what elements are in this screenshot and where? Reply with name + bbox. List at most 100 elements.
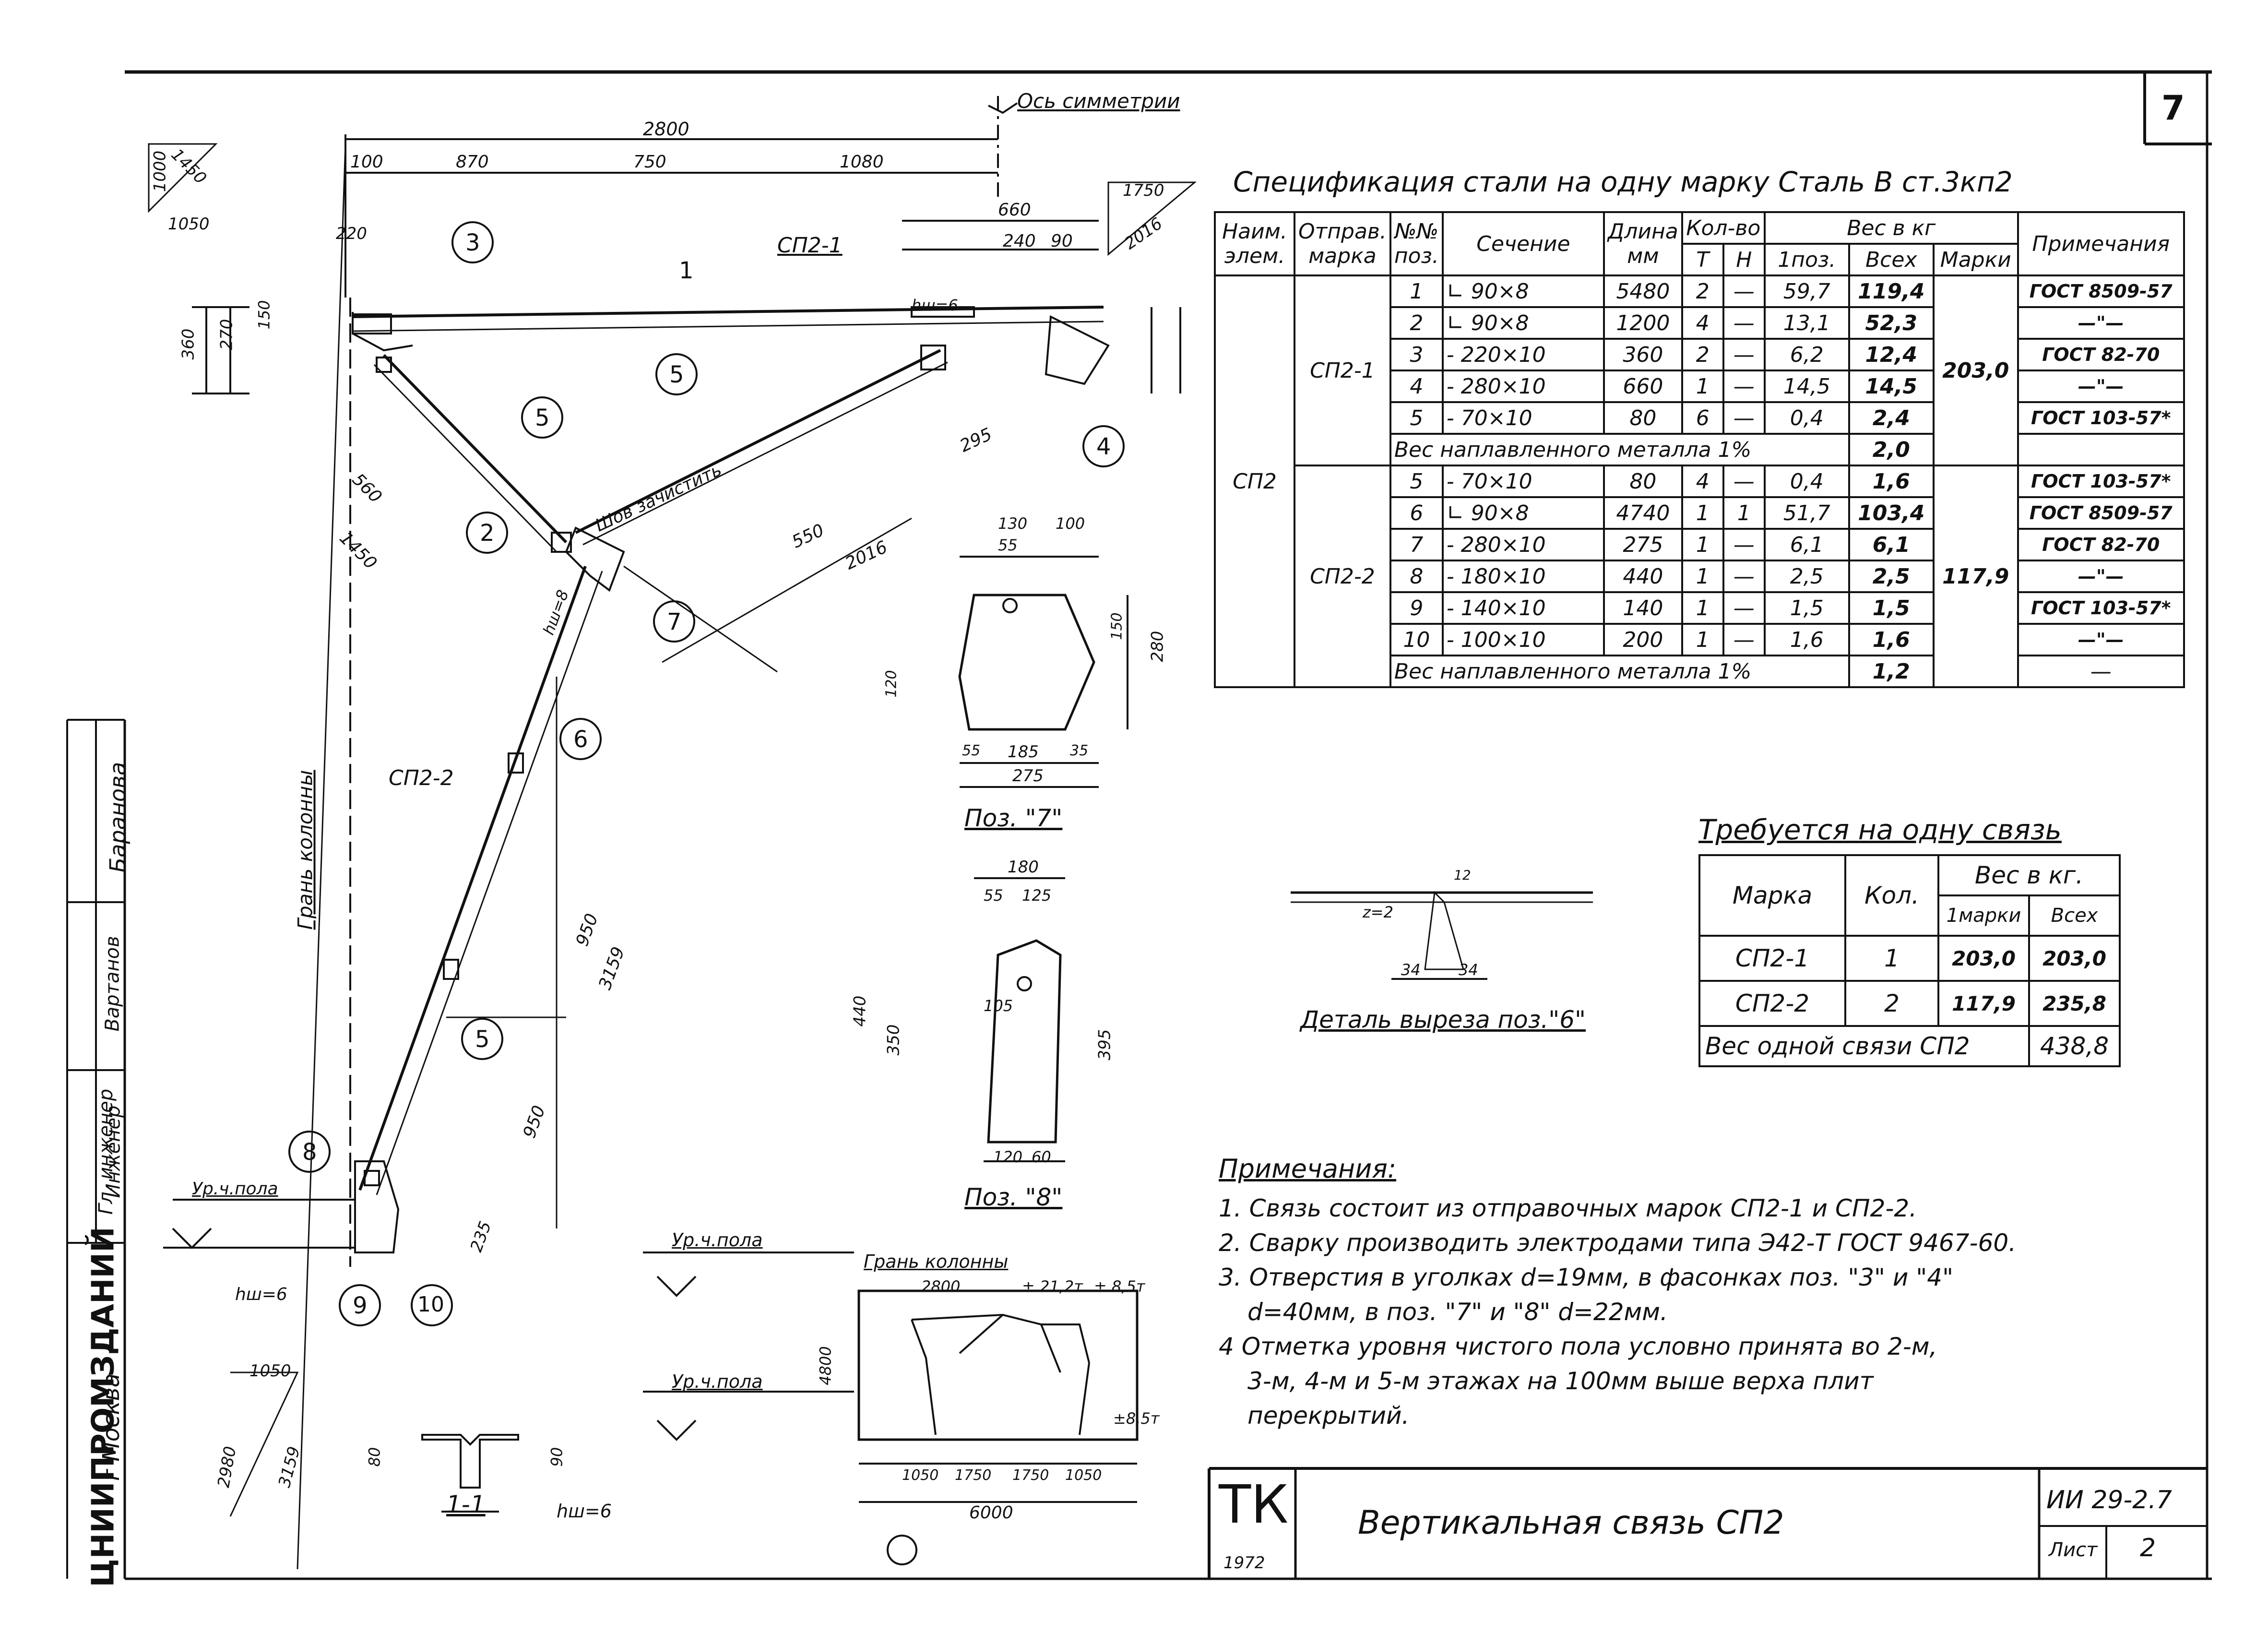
ov-dim-4800: 4800 [816, 1346, 835, 1385]
spec-weight-one: 59,7 [1763, 274, 1850, 308]
cut-dim-34-a: 34 [1401, 961, 1421, 979]
spec-qty-t: 1 [1681, 496, 1724, 530]
callout-10: 10 [417, 1292, 444, 1317]
note-line: 3-м, 4-м и 5-м этажах на 100мм выше верх… [1247, 1367, 1874, 1395]
spec-pos: 8 [1389, 560, 1444, 593]
note-line: 1. Связь состоит из отправочных марок СП… [1219, 1194, 1917, 1222]
ov-dim-1050-b: 1050 [1065, 1467, 1102, 1484]
spec-qty-n: — [1722, 623, 1766, 656]
dim-660: 660 [998, 200, 1031, 220]
spec-pos: 5 [1389, 401, 1444, 435]
p8-dim-350: 350 [884, 1024, 903, 1056]
spec-qty-n: — [1722, 528, 1766, 561]
p8-dim-440: 440 [850, 995, 870, 1027]
spec-qty-t: 4 [1681, 465, 1724, 498]
spec-mark-weight: 117,9 [1932, 465, 2019, 688]
spec-note: —"— [2017, 560, 2185, 593]
spec-length: 660 [1603, 370, 1683, 403]
spec-section: - 70×10 [1441, 465, 1605, 498]
spec-section: - 70×10 [1441, 401, 1605, 435]
spec-qty-t: 4 [1681, 306, 1724, 340]
title-logo: ТК [1219, 1474, 1289, 1535]
label-hw6-b: hш=6 [235, 1285, 287, 1304]
ov-dim-1050-a: 1050 [902, 1467, 939, 1484]
req-total-value: 438,8 [2028, 1025, 2121, 1067]
spec-header-qty: Кол-во [1681, 211, 1766, 245]
dim-1050-b: 1050 [249, 1361, 291, 1381]
spec-qty-t: 1 [1681, 528, 1724, 561]
ov-dim-1750-b: 1750 [1012, 1467, 1049, 1484]
spec-length: 80 [1603, 401, 1683, 435]
callout-7: 7 [667, 608, 682, 635]
label-cut-detail: Деталь выреза поз."6" [1300, 1006, 1586, 1034]
note-line: 4 Отметка уровня чистого пола условно пр… [1219, 1333, 1937, 1360]
spec-weight-one: 13,1 [1763, 306, 1850, 340]
p7-dim-275: 275 [1012, 766, 1044, 786]
cut-dim-34-b: 34 [1459, 961, 1478, 979]
p8-dim-125: 125 [1022, 886, 1052, 905]
spec-length: 80 [1603, 465, 1683, 498]
p8-dim-55: 55 [984, 886, 1003, 905]
title-sheet: 2 [2140, 1534, 2156, 1562]
dim-270: 270 [217, 319, 237, 350]
spec-weight-one: 1,6 [1763, 623, 1850, 656]
spec-weight-all: 6,1 [1848, 528, 1935, 561]
dim-150: 150 [255, 300, 273, 330]
spec-pos: 6 [1389, 496, 1444, 530]
spec-header-qty-n: Н [1722, 243, 1766, 276]
label-section-1-1: 1-1 [446, 1490, 486, 1518]
p7-dim-130: 130 [998, 514, 1028, 533]
spec-note: ГОСТ 82-70 [2017, 338, 2185, 371]
spec-weight-all: 14,5 [1848, 370, 1935, 403]
spec-weight-all: 2,4 [1848, 401, 1935, 435]
s11-dim-90: 90 [547, 1447, 566, 1467]
ov-dim-1750-a: 1750 [955, 1467, 992, 1484]
req-cell-mark: СП2-2 [1698, 980, 1846, 1027]
p7-dim-45: 55 [998, 536, 1018, 554]
spec-weight-all: 2,5 [1848, 560, 1935, 593]
sheet-number: 7 [2161, 88, 2185, 128]
spec-note: ГОСТ 8509-57 [2017, 496, 2185, 530]
spec-qty-n: — [1722, 338, 1766, 371]
spec-header-length: Длина мм [1603, 211, 1683, 276]
spec-section: - 280×10 [1441, 370, 1605, 403]
label-pos7: Поз. "7" [964, 804, 1063, 832]
spec-note: —"— [2017, 306, 2185, 340]
callout-1: 1 [679, 257, 694, 284]
spec-qty-n: — [1722, 591, 1766, 625]
title-main: Вертикальная связь СП2 [1358, 1504, 1784, 1542]
spec-header-w-all: Всех [1848, 243, 1935, 276]
spec-weight-all: 119,4 [1848, 274, 1935, 308]
spec-header-w-one: 1поз. [1763, 243, 1850, 276]
ov-dim-85: ± 8,5т [1094, 1277, 1145, 1296]
spec-weight-one: 14,5 [1763, 370, 1850, 403]
stamp-city: г Москва [98, 1373, 125, 1481]
title-code: ИИ 29-2.7 [2046, 1486, 2172, 1514]
p7-dim-150: 150 [1108, 612, 1126, 640]
notes-title: Примечания: [1219, 1154, 1397, 1184]
spec-weight-all: 1,6 [1848, 623, 1935, 656]
p7-dim-55: 55 [962, 742, 981, 759]
req-header-qty: Кол. [1844, 854, 1939, 937]
req-cell-one: 203,0 [1937, 935, 2030, 982]
spec-qty-t: 2 [1681, 338, 1724, 371]
spec-length: 4740 [1603, 496, 1683, 530]
spec-qty-n: 1 [1722, 496, 1766, 530]
spec-header-section: Сечение [1441, 211, 1605, 276]
ov-dim-212: ± 21,2т [1022, 1277, 1083, 1296]
spec-weight-one: 0,4 [1763, 465, 1850, 498]
p8-dim-395: 395 [1095, 1029, 1115, 1061]
dim-750: 750 [633, 152, 666, 172]
label-sp2-1: СП2-1 [777, 233, 843, 258]
req-cell-all: 235,8 [2028, 980, 2121, 1027]
p8-dim-60: 60 [1032, 1148, 1051, 1166]
spec-note: ГОСТ 103-57* [2017, 465, 2185, 498]
